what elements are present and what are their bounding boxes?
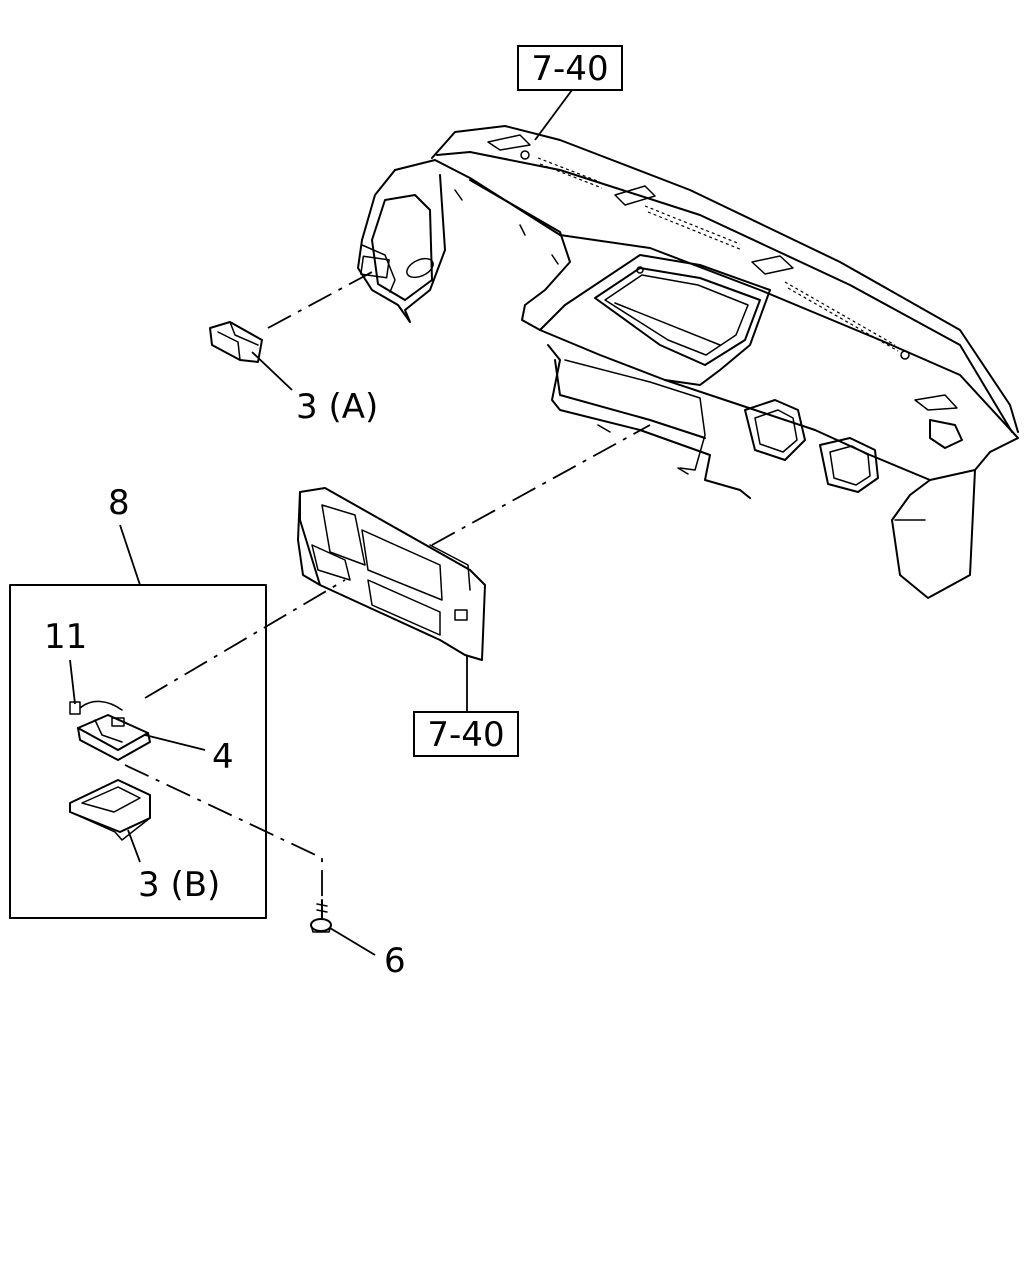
reference-box-top[interactable]: 7-40 [517,45,623,91]
assembly-dash-lines [124,271,651,898]
callout-8: 8 [108,483,130,523]
callout-4: 4 [212,737,234,777]
callout-6: 6 [384,941,406,981]
leader-lines [69,89,573,956]
reference-box-bottom[interactable]: 7-40 [413,711,519,757]
instrument-panel [357,125,1019,599]
ashtray-assembly-box [9,584,267,919]
lamp-socket-11 [69,700,123,715]
ref-label-bottom: 7-40 [427,715,504,755]
defroster-grilles [487,134,958,411]
center-cluster-panel [297,487,486,661]
callout-3b: 3 (B) [138,865,220,905]
bracket-4 [77,714,151,761]
ashtray-3a [209,321,263,363]
ref-label-top: 7-40 [531,49,608,89]
callout-3a: 3 (A) [296,387,378,427]
center-vents [744,399,963,493]
screw-6 [310,899,332,933]
ashtray-3b [69,779,151,841]
callout-11: 11 [44,617,87,657]
